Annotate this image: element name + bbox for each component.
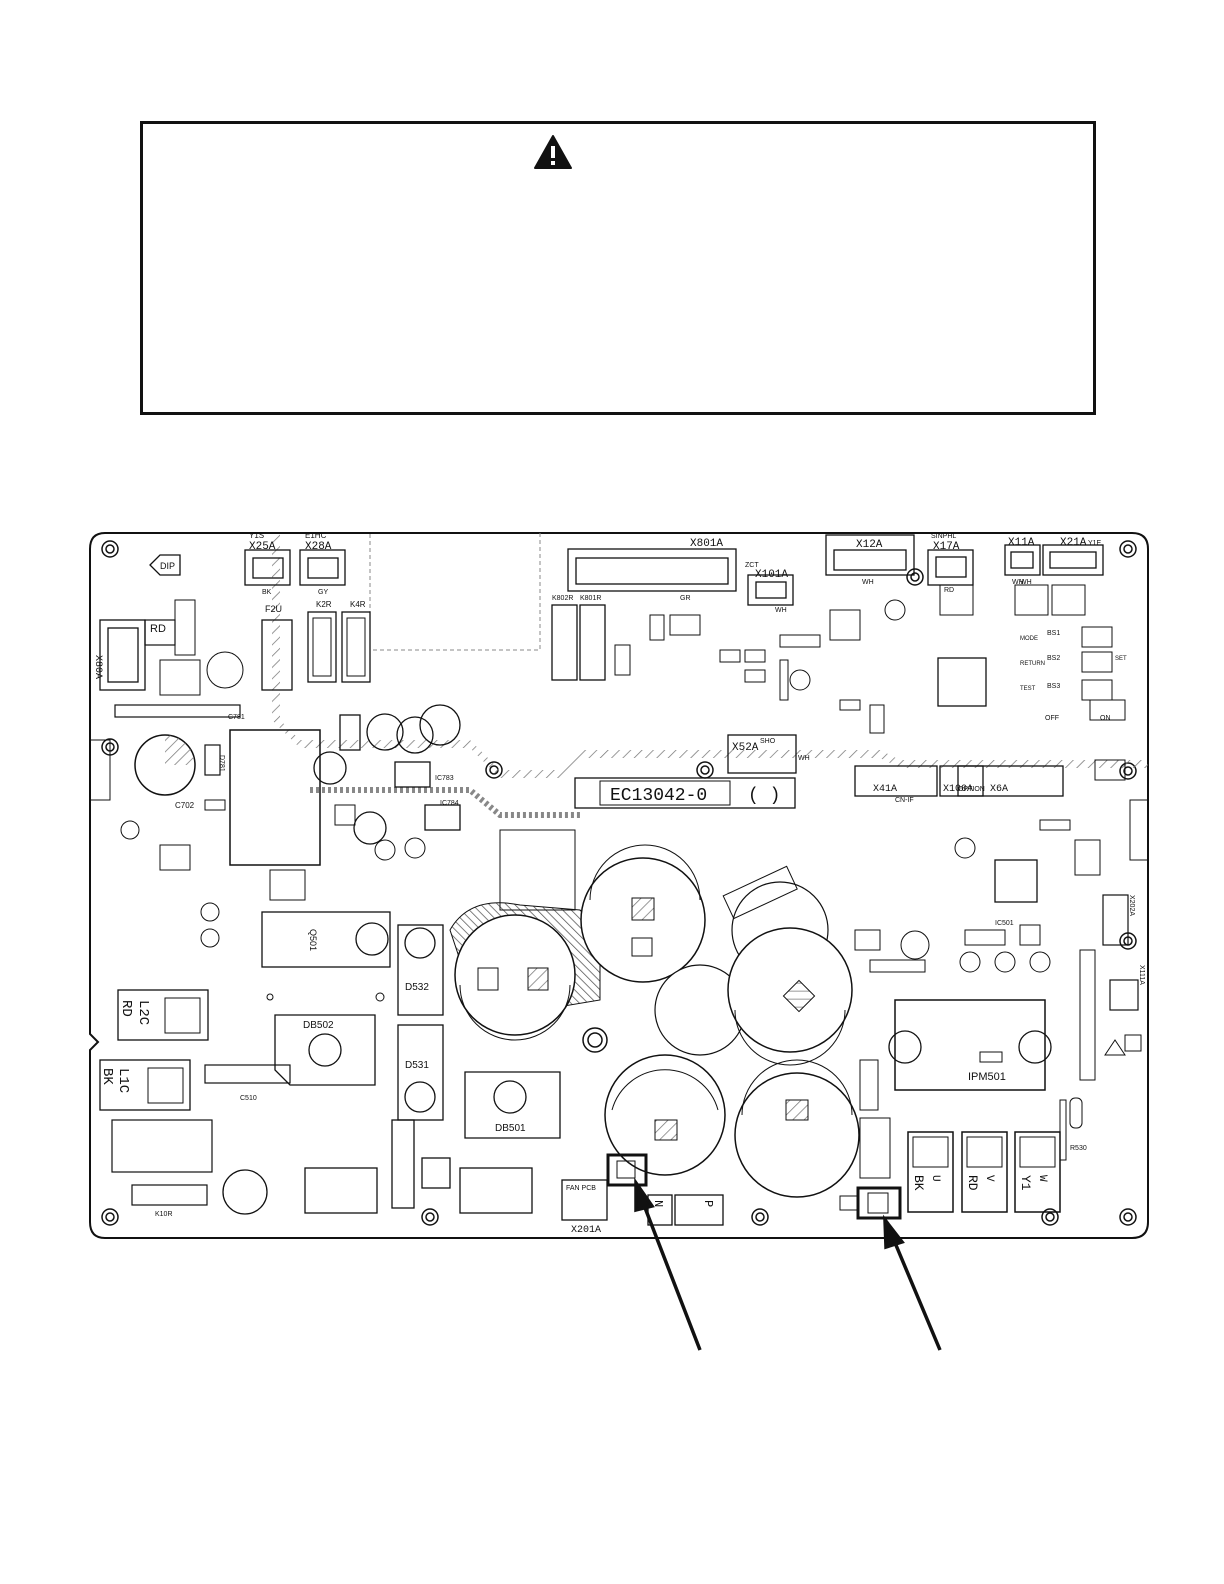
x28a-top-label: E1HC — [305, 531, 327, 540]
c702-label: C702 — [175, 801, 195, 810]
k801r-label: K801R — [580, 595, 601, 602]
warning-box — [140, 121, 1096, 415]
connector-x101a — [747, 574, 794, 606]
x21a-label: X21A — [1060, 537, 1087, 549]
n-label: N — [651, 1200, 665, 1207]
board-outline — [89, 532, 1149, 1239]
ic783-label: IC783 — [435, 775, 454, 782]
x21a-color: WH — [1020, 579, 1032, 586]
x25a-top-label: Y1S — [249, 531, 264, 540]
connector-x80a — [99, 619, 146, 691]
l1c-color: BK — [99, 1068, 115, 1085]
part-suffix: ( ) — [748, 786, 780, 806]
rd-top-label: RD — [150, 623, 166, 635]
x12a-label: X12A — [856, 539, 883, 551]
x801a-color: GR — [680, 595, 691, 602]
n-terminal-box — [606, 1153, 648, 1187]
u-color: BK — [911, 1175, 926, 1191]
x801a-label: X801A — [690, 538, 723, 550]
k10r-label: K10R — [155, 1211, 173, 1218]
r530-label: R530 — [1070, 1145, 1087, 1152]
w-label: W — [1036, 1175, 1048, 1182]
x101a-top-label: ZCT — [745, 562, 759, 569]
x11a-label: X11A — [1008, 537, 1035, 549]
c781-label: C781 — [228, 714, 245, 721]
v-color: RD — [965, 1175, 980, 1191]
w-color: Y1 — [1018, 1175, 1033, 1191]
x11a-color: WH — [1012, 579, 1024, 586]
l1c-label: L1C — [115, 1068, 131, 1093]
x202a-label: X202A — [1128, 895, 1135, 916]
p-label: P — [701, 1200, 715, 1207]
connector-x801a — [567, 548, 737, 592]
f2u-label: F2U — [265, 604, 282, 614]
ipm501-label: IPM501 — [968, 1071, 1006, 1083]
x17a-top-label: SINPHL — [931, 533, 956, 540]
x28a-color: GY — [318, 589, 328, 596]
d531-label: D531 — [405, 1060, 429, 1071]
q501-label: Q501 — [308, 929, 318, 951]
bs3-label: BS3 — [1047, 683, 1060, 690]
x101a-color: WH — [775, 607, 787, 614]
l2c-label: L2C — [135, 1000, 151, 1025]
x52a-top-label: SHO — [760, 738, 776, 745]
option-label: OPTION — [958, 786, 985, 793]
bulk-capacitors — [449, 844, 860, 1198]
bs2-label: BS2 — [1047, 655, 1060, 662]
part-number: EC13042-0 — [610, 786, 707, 806]
c510-label: C510 — [240, 1095, 257, 1102]
connector-x25a — [244, 549, 291, 586]
x101a-label: X101A — [755, 569, 788, 581]
x17a-label: X17A — [933, 541, 960, 553]
k2r-label: K2R — [316, 600, 332, 609]
connector-x12a — [825, 534, 915, 576]
bs1-label: BS1 — [1047, 630, 1060, 637]
connector-x11a — [1004, 544, 1041, 576]
x21a-top-label: Y1E — [1088, 540, 1102, 547]
x6a-label: X6A — [990, 784, 1008, 795]
x12a-color: WH — [862, 579, 874, 586]
off-label: OFF — [1045, 715, 1059, 722]
ic501-label: IC501 — [995, 920, 1014, 927]
db501-label: DB501 — [495, 1123, 526, 1134]
x52a-label: X52A — [732, 742, 759, 754]
db502-label: DB502 — [303, 1020, 334, 1031]
connector-x17a — [927, 549, 974, 586]
return-label: RETURN — [1020, 661, 1045, 667]
u-label: U — [929, 1175, 941, 1182]
l2c-color: RD — [118, 1000, 134, 1017]
x28a-label: X28A — [305, 541, 332, 553]
x17a-color: RD — [944, 587, 954, 594]
k4r-label: K4R — [350, 600, 366, 609]
x41a-label: X41A — [873, 784, 897, 795]
test-label: TEST — [1020, 686, 1036, 692]
connector-x21a — [1042, 544, 1104, 576]
x25a-color: BK — [262, 589, 272, 596]
mode-label: MODE — [1020, 636, 1038, 642]
x80a-label: X80A — [92, 655, 103, 679]
callout-arrow-n — [634, 1177, 702, 1351]
cn-if-label: CN-IF — [895, 797, 914, 804]
d532-label: D532 — [405, 982, 429, 993]
x25a-label: X25A — [249, 541, 276, 553]
callout-arrow-p — [883, 1214, 942, 1351]
k802r-label: K802R — [552, 595, 573, 602]
on-label: ON — [1100, 715, 1111, 722]
x201a-label: X201A — [571, 1225, 601, 1236]
x52a-color: WH — [798, 755, 810, 762]
v-label: V — [983, 1175, 995, 1182]
d781-label: D781 — [218, 755, 225, 772]
dip-label: DIP — [160, 561, 175, 571]
fan-pcb-label: FAN PCB — [566, 1185, 596, 1192]
ic784-label: IC784 — [440, 800, 459, 807]
x111a-label: X111A — [1138, 965, 1145, 985]
connector-x28a — [299, 549, 346, 586]
set-label: SET — [1115, 656, 1127, 662]
warning-triangle-icon — [534, 135, 572, 169]
